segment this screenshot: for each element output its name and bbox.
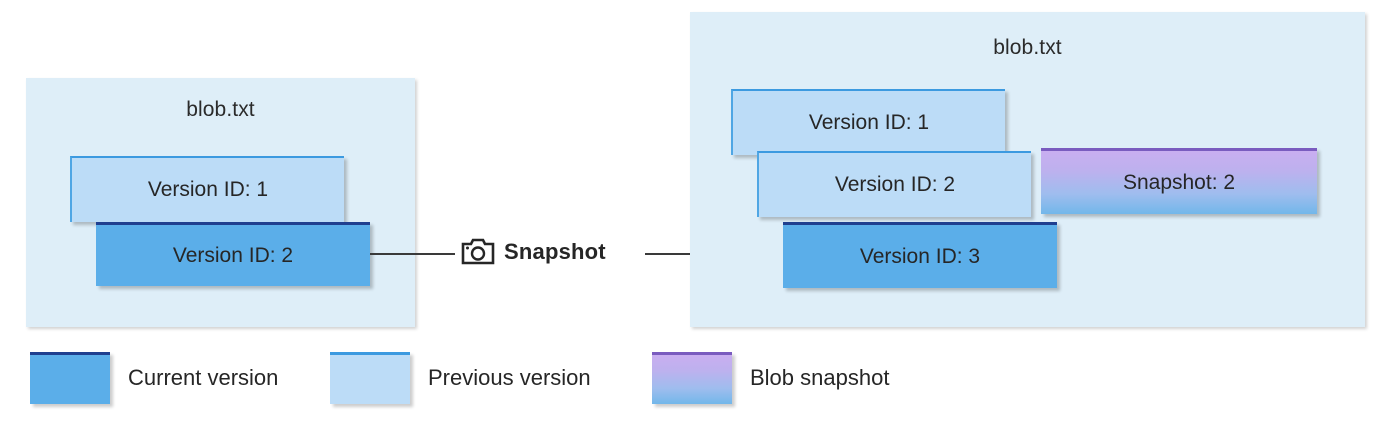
legend-label-current-version: Current version: [128, 365, 279, 390]
version-box-after-2: Version ID: 2: [757, 151, 1031, 217]
version-box-after-1: Version ID: 1: [731, 89, 1005, 155]
version-box-after-3-label: Version ID: 3: [859, 244, 981, 268]
version-box-after-3: Version ID: 3: [783, 222, 1057, 288]
snapshot-box-after-label: Snapshot: 2: [1122, 170, 1236, 194]
version-box-before-2: Version ID: 2: [96, 222, 370, 286]
snapshot-box-after: Snapshot: 2: [1041, 148, 1317, 214]
snapshot-label-text: Snapshot: [504, 238, 606, 264]
legend-swatch-current-version: [30, 352, 110, 404]
version-box-after-2-label: Version ID: 2: [834, 173, 956, 196]
blob-title-after: blob.txt: [993, 36, 1062, 59]
blob-title-before: blob.txt: [186, 98, 255, 121]
snapshot-connector-label: Snapshot: [461, 238, 606, 265]
legend-label-previous-version: Previous version: [428, 365, 591, 390]
legend-item-previous-version: Previous version: [330, 352, 591, 404]
legend-item-blob-snapshot: Blob snapshot: [652, 352, 889, 404]
version-box-before-1-label: Version ID: 1: [147, 178, 269, 201]
legend-label-blob-snapshot: Blob snapshot: [750, 365, 890, 390]
legend-item-current-version: Current version: [30, 352, 278, 404]
legend-swatch-previous-version: [330, 352, 410, 404]
version-box-before-2-label: Version ID: 2: [172, 243, 294, 267]
legend-swatch-blob-snapshot: [652, 352, 732, 404]
version-box-before-1: Version ID: 1: [70, 156, 344, 222]
camera-icon: [461, 238, 495, 265]
connector-line-left: [370, 253, 455, 255]
legend: Current version Previous version Blob sn…: [0, 352, 1376, 412]
version-box-after-1-label: Version ID: 1: [808, 111, 930, 134]
